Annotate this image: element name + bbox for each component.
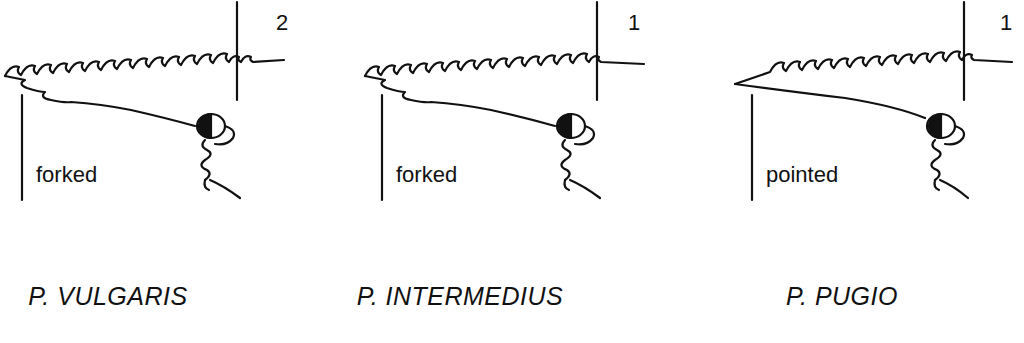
measure-line xyxy=(596,2,598,100)
species-name: P. VULGARIS xyxy=(28,284,187,309)
antenna xyxy=(931,140,940,190)
eye-stalk xyxy=(945,126,964,144)
rostrum-upper-edge xyxy=(5,53,284,76)
eye xyxy=(557,114,585,138)
eye-pigment xyxy=(199,114,211,138)
eye xyxy=(927,114,955,138)
callout-number: 1 xyxy=(1000,12,1012,34)
antenna xyxy=(561,140,570,190)
scale-edge xyxy=(940,180,968,198)
species-name: P. INTERMEDIUS xyxy=(357,284,564,309)
species-name: P. PUGIO xyxy=(786,284,898,309)
scale-edge xyxy=(570,180,600,198)
rostrum-lower-edge xyxy=(5,76,195,126)
measure-line xyxy=(381,95,383,200)
rostrum-figure xyxy=(365,2,644,200)
rostrum-upper-edge xyxy=(365,53,644,76)
rostrum-lower-edge xyxy=(365,76,555,126)
rostrum-figure xyxy=(735,2,1012,200)
callout-number: 1 xyxy=(628,12,640,34)
measure-line xyxy=(21,95,23,200)
callout-number: 2 xyxy=(276,12,288,34)
eye-pigment xyxy=(929,114,941,138)
tip-shape-label: forked xyxy=(396,164,457,186)
eye-stalk xyxy=(575,126,594,144)
measure-line xyxy=(236,2,238,100)
measure-line xyxy=(963,2,965,100)
eye xyxy=(197,114,225,138)
antenna xyxy=(201,140,210,190)
rostrum-figure xyxy=(5,2,284,200)
eye-stalk xyxy=(215,126,234,144)
rostrum-lower-edge xyxy=(735,84,925,118)
rostrum-upper-edge xyxy=(735,51,1012,84)
scale-edge xyxy=(210,180,240,198)
measure-line xyxy=(751,95,753,200)
tip-shape-label: forked xyxy=(36,164,97,186)
tip-shape-label: pointed xyxy=(766,164,838,186)
eye-pigment xyxy=(559,114,571,138)
